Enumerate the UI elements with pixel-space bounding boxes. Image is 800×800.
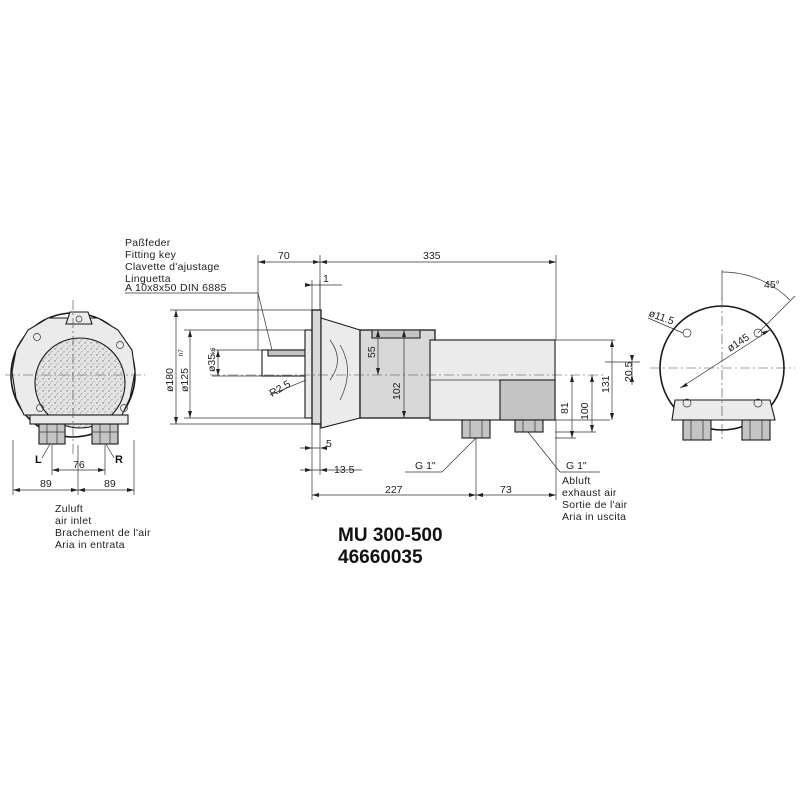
dim-spigot-dia: ø125: [179, 368, 191, 392]
dim-shaft-tol: k6: [211, 347, 217, 354]
dim-angle: 45°: [764, 279, 780, 291]
exhaust-label-line-2: exhaust air: [562, 487, 617, 499]
left-end-view: [5, 300, 145, 455]
key-label-line-4: Linguetta: [125, 273, 171, 285]
inlet-label-line-4: Aria in entrata: [55, 539, 125, 551]
dim-spigot-tol: h7: [179, 349, 185, 356]
dim-overall-length: 335: [423, 250, 441, 262]
dim-flange-thickness: 5: [326, 438, 332, 450]
key-label-line-5: A 10x8x50 DIN 6885: [125, 282, 227, 294]
thread-exhaust: G 1": [566, 460, 587, 472]
dim-left-width-b: 89: [104, 478, 116, 490]
left-view-dimensions: 89 89 76 L R: [12, 440, 135, 495]
key-label-line-3: Clavette d'ajustage: [125, 261, 220, 273]
dim-port-height-a: 81: [559, 402, 571, 414]
dim-flange-gap: 1: [323, 273, 329, 285]
dim-exhaust-pos: 73: [500, 484, 512, 496]
inlet-label: Zuluft air inlet Brachement de l'air Ari…: [55, 503, 151, 551]
side-view: [210, 309, 605, 439]
exhaust-label-line-1: Abluft: [562, 475, 591, 487]
port-right-label: R: [115, 454, 123, 466]
title-block: MU 300-500 46660035: [338, 525, 443, 568]
dim-axis-height: 131: [600, 375, 612, 393]
exhaust-label-line-4: Aria in uscita: [562, 511, 626, 523]
dim-shaft-dia: ø35: [206, 354, 218, 372]
key-label-line-1: Paßfeder: [125, 237, 171, 249]
dim-flange-dia: ø180: [164, 368, 176, 392]
inlet-label-line-1: Zuluft: [55, 503, 83, 515]
key-label: Paßfeder Fitting key Clavette d'ajustage…: [125, 237, 227, 294]
dim-inlet-pos: 227: [385, 484, 403, 496]
key-label-line-2: Fitting key: [125, 249, 177, 261]
port-left-label: L: [35, 454, 42, 466]
dim-hole-dia: ø11.5: [647, 308, 676, 328]
dim-body-height: 102: [391, 382, 403, 400]
inlet-label-line-2: air inlet: [55, 515, 92, 527]
right-flange-view: ø145 ø11.5 45°: [647, 270, 796, 441]
side-view-dimensions: 70 335 1 ø180 ø125 h7 ø35 k6 R2.5: [125, 250, 640, 500]
dim-axis-offset: 20.5: [623, 361, 635, 382]
part-number: 46660035: [338, 547, 423, 568]
dim-bolt-circle: ø145: [725, 331, 752, 354]
dim-left-width-a: 89: [40, 478, 52, 490]
exhaust-label-line-3: Sortie de l'air: [562, 499, 628, 511]
dim-key-height: 55: [366, 346, 378, 358]
dim-flange-to-port: 13.5: [334, 464, 355, 476]
exhaust-label: Abluft exhaust air Sortie de l'air Aria …: [562, 475, 628, 523]
dim-radius: R2.5: [268, 378, 293, 400]
thread-inlet: G 1": [415, 460, 436, 472]
dim-flange-offset: 70: [278, 250, 290, 262]
dim-port-height-b: 100: [579, 402, 591, 420]
dim-left-port-spacing: 76: [73, 459, 85, 471]
model-title: MU 300-500: [338, 525, 443, 546]
inlet-label-line-3: Brachement de l'air: [55, 527, 151, 539]
